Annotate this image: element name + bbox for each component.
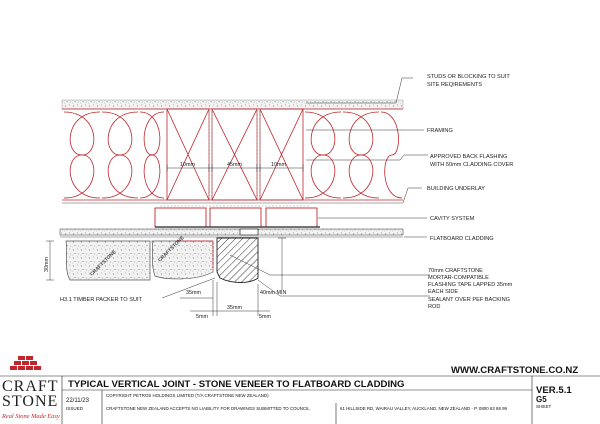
liability-text: CRAFTSTONE NEW ZEALAND ACCEPTS NO LIABIL… (106, 406, 310, 411)
dim-5-left: 5mm (196, 314, 208, 320)
label-underlay: BUILDING UNDERLAY (427, 186, 485, 192)
studs (166, 108, 304, 201)
logo-brick-icon (10, 356, 41, 370)
label-flashing-1: APPROVED BACK FLASHING (430, 154, 507, 160)
cavity-battens (154, 207, 318, 228)
corner-stone (216, 237, 259, 283)
label-flashing-2: WITH 50mm CLADDING COVER (430, 162, 513, 168)
dim-10-right: 10mm (271, 162, 286, 168)
drawing-title: TYPICAL VERTICAL JOINT - STONE VENEER TO… (68, 379, 405, 390)
dim-30: 30mm (44, 257, 50, 272)
logo-stone: STONE (2, 393, 59, 410)
sheet-number: G5 (536, 395, 547, 404)
dim-45: 45mm (227, 162, 242, 168)
insulation-loops (63, 111, 403, 199)
logo-craft: CRAFT (2, 378, 59, 395)
stone-veneer: CRAFTSTONE CRAFTSTONE (65, 235, 214, 281)
dim-5-right: 5mm (259, 314, 271, 320)
dim-35-upper: 35mm (186, 290, 201, 296)
website-link[interactable]: WWW.CRAFTSTONE.CO.NZ (451, 365, 579, 376)
label-sealant-1: SEALANT OVER PEF BACKING (428, 297, 510, 303)
back-flashing (160, 109, 310, 207)
label-packer: H3.1 TIMBER PACKER TO SUIT (60, 297, 143, 303)
version-label: VER.5.1 (536, 385, 572, 396)
dim-40-min: 40mm MIN (260, 290, 286, 296)
dim-10-left: 10mm (180, 162, 195, 168)
logo-tagline: Real Stone Made Easy (2, 413, 60, 420)
label-flatboard: FLATBOARD CLADDING (430, 236, 494, 242)
issued-label: ISSUED (66, 406, 84, 411)
label-framing: FRAMING (427, 128, 453, 134)
label-mortar-2: MORTAR-COMPATIBLE (428, 275, 489, 281)
leader-lines (161, 77, 430, 299)
label-sealant-2: ROD (428, 304, 440, 310)
label-mortar-3: FLASHING TAPE LAPPED 35mm (428, 282, 513, 288)
lining-band (61, 99, 404, 110)
sheet-label: SHEET (536, 404, 552, 409)
label-cavity: CAVITY SYSTEM (430, 216, 475, 222)
address-text: 61 HILLSIDE RD, WAIRAU VALLEY, AUCKLAND,… (340, 406, 507, 411)
issue-date: 22/11/23 (66, 398, 89, 404)
title-block-frame (0, 375, 600, 424)
flatboard-cladding (59, 226, 404, 238)
dimension-lines (46, 164, 304, 316)
label-mortar-1: 70mm CRAFTSTONE (428, 268, 483, 274)
timber-packer (239, 228, 259, 236)
label-mortar-4: EACH SIDE (428, 289, 458, 295)
copyright-text: COPYRIGHT PETROS HOLDINGS LIMITED (T/A C… (106, 393, 269, 398)
label-studs-2: SITE REQIREMENTS (427, 82, 482, 88)
label-studs-1: STUDS OR BLOCKING TO SUIT (427, 74, 510, 80)
dim-35-lower: 35mm (227, 305, 242, 311)
